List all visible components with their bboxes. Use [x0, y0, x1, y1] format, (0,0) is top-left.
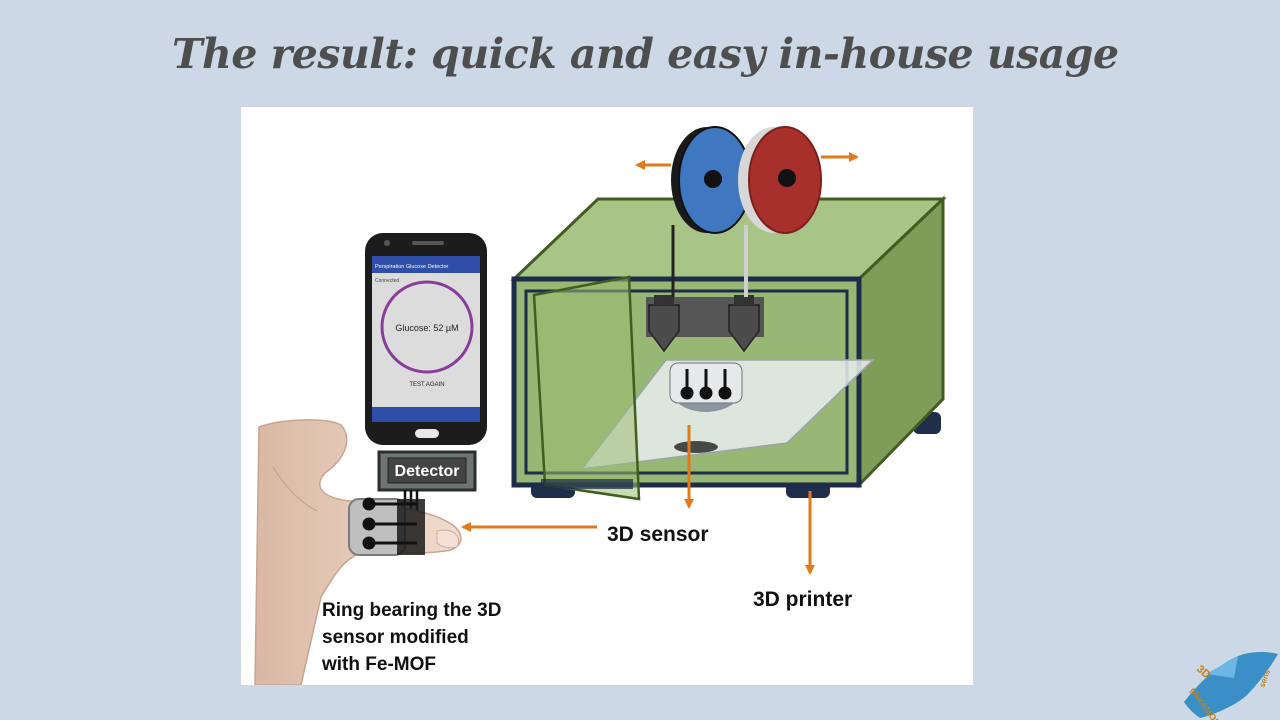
sensor-ring [348, 497, 425, 556]
phone-speaker [412, 241, 444, 245]
plate-shadow [674, 441, 718, 453]
slide-title: The result: quick and easy in-house usag… [172, 30, 1119, 78]
ring-label-line: Ring bearing the 3D [322, 600, 502, 621]
printer-door [532, 275, 641, 501]
figure-illustration: Perspiration Glucose Detector Connected … [241, 107, 973, 685]
printed-sensor-electrodes [680, 369, 732, 400]
phone-test-again-button: TEST AGAIN [409, 382, 444, 388]
ring-label-line: sensor modified [322, 627, 469, 648]
print-head-left-top [654, 295, 674, 305]
phone-app-bar [372, 256, 480, 273]
printer-label: 3D printer [753, 588, 853, 611]
sensor-label: 3D sensor [607, 523, 709, 546]
printer-door-base [541, 479, 633, 489]
phone-home-button [415, 429, 439, 438]
logo-highlight [1206, 656, 1238, 678]
spool-red [738, 126, 822, 234]
annotation-arrows [461, 152, 859, 575]
ring-label: Ring bearing the 3D sensor modified with… [322, 597, 542, 678]
glucomof-logo: 3D glucoMOF sens [1184, 652, 1278, 720]
phone-gauge-ring [380, 280, 474, 374]
phone-screen [372, 256, 480, 422]
print-head-right-top [734, 295, 754, 305]
smartphone: Perspiration Glucose Detector Connected … [365, 233, 487, 445]
illustration-drawing: Perspiration Glucose Detector Connected … [254, 126, 947, 685]
phone-app-header: Perspiration Glucose Detector [375, 264, 449, 270]
phone-bottom-bar [372, 407, 480, 422]
detector-box: Detector [377, 450, 477, 492]
spool-blue [671, 126, 752, 234]
ring-electrodes [362, 497, 417, 550]
printer-box [510, 195, 947, 501]
build-plate [580, 359, 875, 470]
phone-glucose-reading: Glucose: 52 µM [395, 323, 458, 333]
logo-shape [1184, 652, 1278, 718]
detector-label: Detector [395, 463, 460, 480]
ring-label-line: with Fe-MOF [322, 654, 436, 675]
phone-camera [384, 240, 390, 246]
phone-status: Connected [375, 278, 399, 284]
